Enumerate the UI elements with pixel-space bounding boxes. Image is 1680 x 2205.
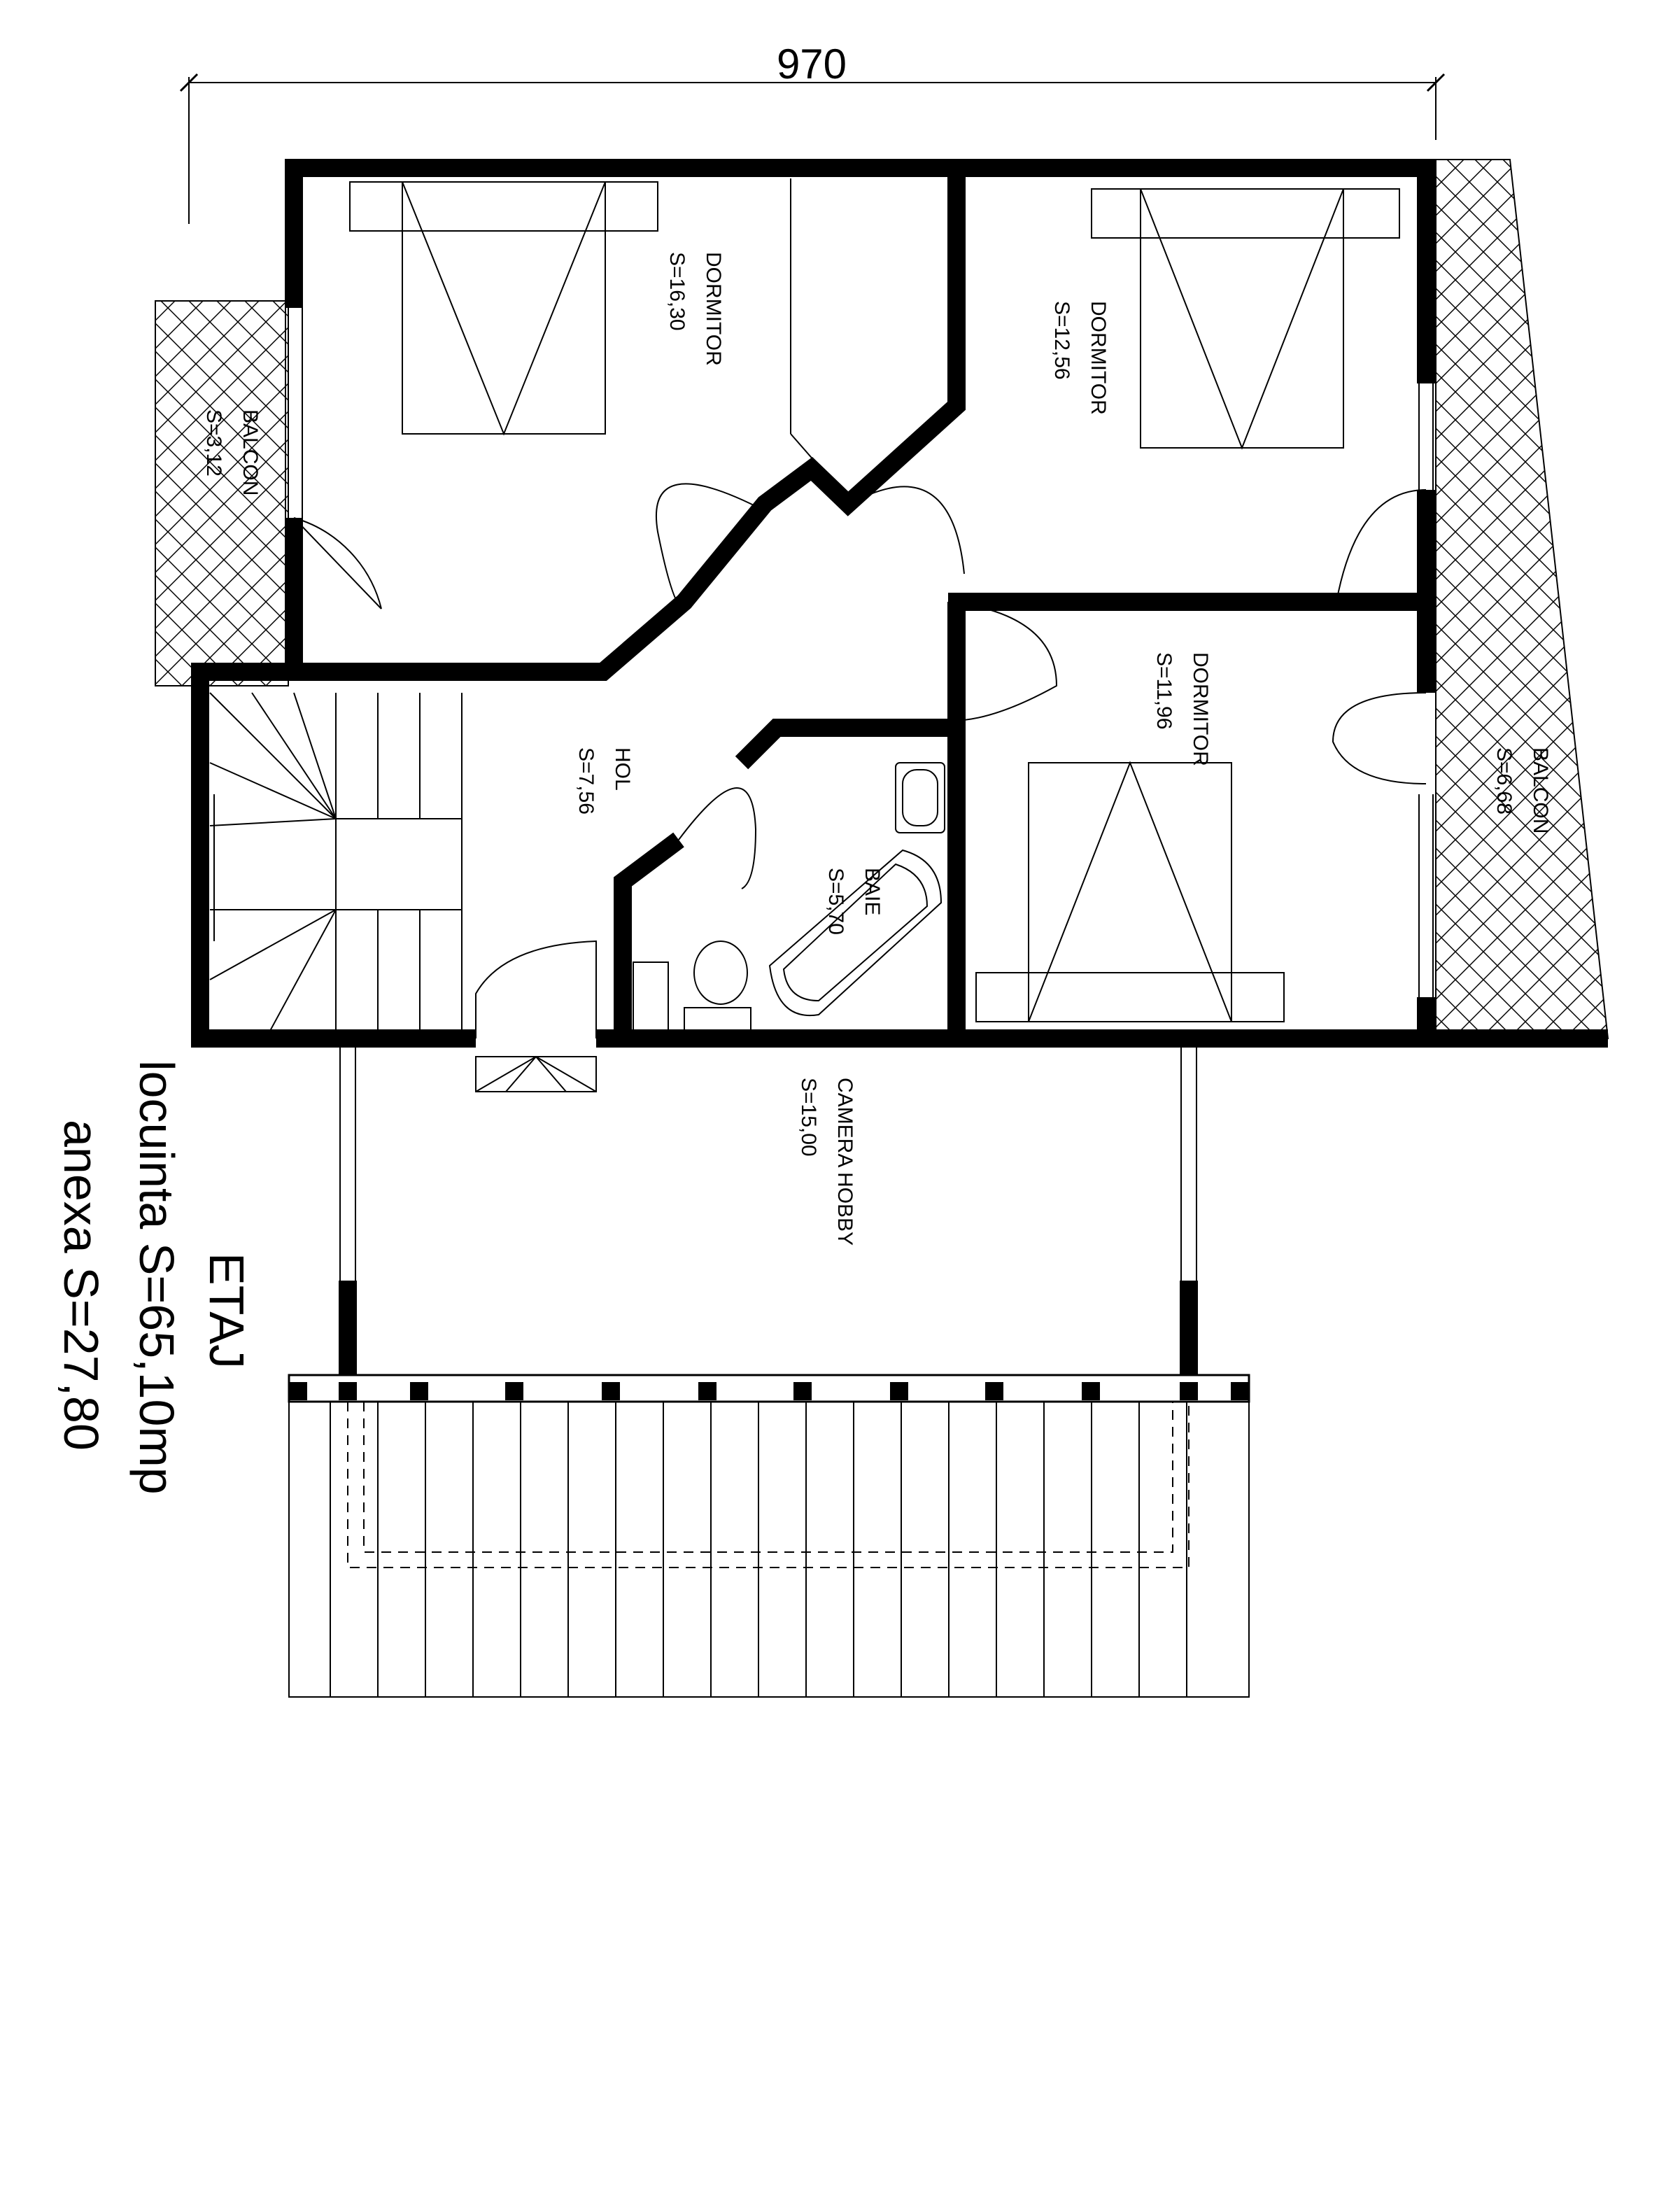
floor-title: ETAJ xyxy=(199,1253,254,1369)
room-name-dormitor-1: DORMITOR xyxy=(702,252,725,366)
dwelling-area-label: locuinta S=65,10mp xyxy=(129,1060,184,1495)
doors xyxy=(293,483,1427,1092)
room-area-camera-hobby: S=15,00 xyxy=(797,1078,820,1157)
room-area-baie: S=5,70 xyxy=(824,868,847,935)
wardrobe xyxy=(790,178,816,463)
bed-dormitor-3 xyxy=(975,761,1285,1022)
balcony-left xyxy=(155,300,289,686)
annex-area-label: anexa S=27,80 xyxy=(54,1120,108,1451)
pergola xyxy=(288,1374,1250,1698)
balcony-right xyxy=(1435,159,1609,1039)
windows xyxy=(206,308,1434,997)
room-area-balcon-1: S=3,12 xyxy=(202,409,225,477)
room-area-balcon-2: S=6,68 xyxy=(1492,747,1516,815)
room-name-dormitor-2: DORMITOR xyxy=(1087,301,1110,415)
room-area-dormitor-2: S=12,56 xyxy=(1050,301,1073,380)
bathroom-fixtures xyxy=(633,762,945,1033)
room-name-balcon-2: BALCON xyxy=(1529,747,1552,833)
room-area-hol: S=7,56 xyxy=(574,747,598,815)
walls xyxy=(191,159,1608,1048)
dimension-label: 970 xyxy=(777,41,847,87)
bed-dormitor-1 xyxy=(349,181,658,436)
room-area-dormitor-1: S=16,30 xyxy=(665,252,689,331)
hobby-room-walls xyxy=(339,1048,1198,1375)
room-name-hol: HOL xyxy=(611,747,634,791)
room-name-camera-hobby: CAMERA HOBBY xyxy=(833,1078,856,1246)
room-name-dormitor-3: DORMITOR xyxy=(1189,652,1212,766)
dimension-line xyxy=(179,73,1446,224)
bed-dormitor-2 xyxy=(1091,188,1400,450)
room-name-baie: BAIE xyxy=(861,868,884,915)
room-area-dormitor-3: S=11,96 xyxy=(1152,652,1176,729)
room-name-balcon-1: BALCON xyxy=(239,409,262,495)
staircase xyxy=(209,692,463,1039)
